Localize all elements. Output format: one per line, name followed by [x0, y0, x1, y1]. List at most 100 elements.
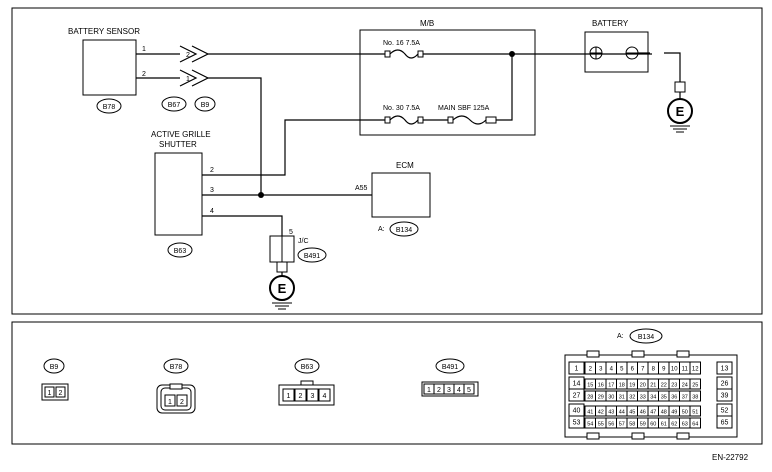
wire-grille-pin2 — [202, 119, 385, 176]
b134-pin-label: 9 — [662, 366, 666, 372]
b134-pin-1 — [568, 361, 585, 375]
wire-to-ecm-junction — [208, 77, 262, 195]
b134-pin-label: 33 — [640, 394, 646, 400]
b134-pin-label: 63 — [682, 421, 688, 427]
b134-pin-label: 6 — [631, 366, 635, 372]
battery-ground-symbol: E — [667, 98, 693, 133]
bottom-b9: B9 1 2 — [41, 358, 69, 401]
battery-sensor-pin-2: 2 — [142, 71, 146, 78]
doc-id: EN-22792 — [712, 453, 749, 462]
b134-pin-label: 44 — [619, 409, 625, 415]
battery-sensor-title: BATTERY SENSOR — [68, 27, 140, 36]
b134-pin-label: 41 — [587, 409, 593, 415]
b134-pin-label: 15 — [587, 382, 593, 388]
b134-pin-65 — [716, 415, 733, 429]
b134-pin-label: 36 — [671, 394, 677, 400]
b134-pin-label: 27 — [573, 392, 581, 399]
bottom-b63: B63 1 2 3 4 — [278, 358, 335, 406]
b134-connector-tag: B134 — [389, 221, 419, 237]
wire-mb-internal — [496, 54, 513, 121]
b134-pin-label: 31 — [619, 394, 625, 400]
fuse16 — [384, 49, 424, 59]
b134-pin-label: 32 — [629, 394, 635, 400]
battery-sensor-pin-1: 1 — [142, 46, 146, 53]
mb-box — [359, 29, 536, 136]
b134-pin-51 — [689, 405, 701, 417]
b134-pin-label: 22 — [661, 382, 667, 388]
ecm-box — [371, 172, 431, 218]
b134-pin-label: 30 — [608, 394, 614, 400]
wire-grille-pin4 — [202, 215, 283, 236]
svg-text:2: 2 — [59, 390, 63, 397]
main-sbf — [447, 115, 497, 125]
b67-inline-connector: 2 1 — [179, 45, 210, 87]
wire-battery-ground — [664, 52, 681, 82]
b134-pin-label: 20 — [640, 382, 646, 388]
svg-text:A:: A: — [617, 333, 624, 340]
b134-pin-label: 39 — [721, 392, 729, 399]
ecm-conn-prefix: A: — [378, 226, 385, 233]
upper-frame — [11, 7, 763, 315]
b134-pin-label: 38 — [692, 394, 698, 400]
mb-title: M/B — [420, 19, 434, 28]
svg-text:B491: B491 — [442, 364, 458, 371]
active-grille-box — [154, 152, 203, 236]
b134-pin-label: 19 — [629, 382, 635, 388]
svg-text:B78: B78 — [103, 104, 116, 111]
b134-pin-label: 25 — [692, 382, 698, 388]
b134-pin-label: 14 — [573, 380, 581, 387]
lower-frame — [11, 321, 763, 445]
b134-pin-label: 60 — [650, 421, 656, 427]
svg-text:1: 1 — [168, 399, 172, 406]
battery-title: BATTERY — [592, 19, 629, 28]
b134-pin-label: 11 — [682, 366, 689, 372]
b134-pin-label: 21 — [650, 382, 656, 388]
b134-pin-label: 24 — [682, 382, 688, 388]
b134-pin-label: 16 — [598, 382, 604, 388]
svg-text:1: 1 — [287, 393, 291, 400]
b134-pin-label: 18 — [619, 382, 625, 388]
b134-pin-39 — [716, 388, 733, 402]
svg-text:2: 2 — [180, 399, 184, 406]
jc-ground-symbol: E — [269, 275, 295, 310]
svg-text:1: 1 — [427, 387, 431, 394]
ecm-pin-a55: A55 — [355, 185, 368, 192]
b134-pin-label: 47 — [650, 409, 656, 415]
fuse30 — [384, 115, 424, 125]
svg-text:2: 2 — [437, 387, 441, 394]
b134-pin-label: 10 — [671, 366, 678, 372]
fuse30-label: No. 30 7.5A — [383, 105, 420, 112]
b134-pin-label: 52 — [721, 407, 729, 414]
b134-pin-label: 35 — [661, 394, 667, 400]
b491-connector-tag: B491 — [297, 247, 327, 263]
svg-text:B63: B63 — [174, 248, 187, 255]
b9-connector-tag: B9 — [194, 96, 216, 112]
b134-pin-label: 51 — [692, 409, 698, 415]
svg-text:3: 3 — [311, 393, 315, 400]
b78-connector-tag: B78 — [96, 98, 122, 114]
svg-text:2: 2 — [299, 393, 303, 400]
b134-pin-label: 43 — [608, 409, 614, 415]
svg-text:E: E — [676, 104, 685, 119]
svg-text:B63: B63 — [301, 364, 314, 371]
active-grille-pin-2: 2 — [210, 167, 214, 174]
b134-pin-label: 46 — [640, 409, 646, 415]
svg-text:2: 2 — [186, 52, 190, 59]
b134-pin-label: 13 — [721, 365, 729, 372]
bottom-b491: B491 1 2 3 4 5 — [421, 358, 479, 397]
svg-text:1: 1 — [186, 76, 190, 83]
main-sbf-label: MAIN SBF 125A — [438, 105, 490, 112]
b134-pin-25 — [689, 378, 701, 390]
b134-pin-label: 34 — [650, 394, 656, 400]
b134-pin-label: 37 — [682, 394, 688, 400]
b134-pin-label: 7 — [641, 366, 645, 372]
svg-text:B491: B491 — [304, 253, 320, 260]
svg-text:3: 3 — [447, 387, 451, 394]
b134-pin-label: 58 — [629, 421, 635, 427]
b134-pin-label: 50 — [682, 409, 688, 415]
b134-pin-label: 17 — [608, 382, 614, 388]
active-grille-title-1: ACTIVE GRILLE — [151, 130, 211, 139]
b134-pin-label: 42 — [598, 409, 604, 415]
b134-pin-64 — [689, 417, 701, 429]
